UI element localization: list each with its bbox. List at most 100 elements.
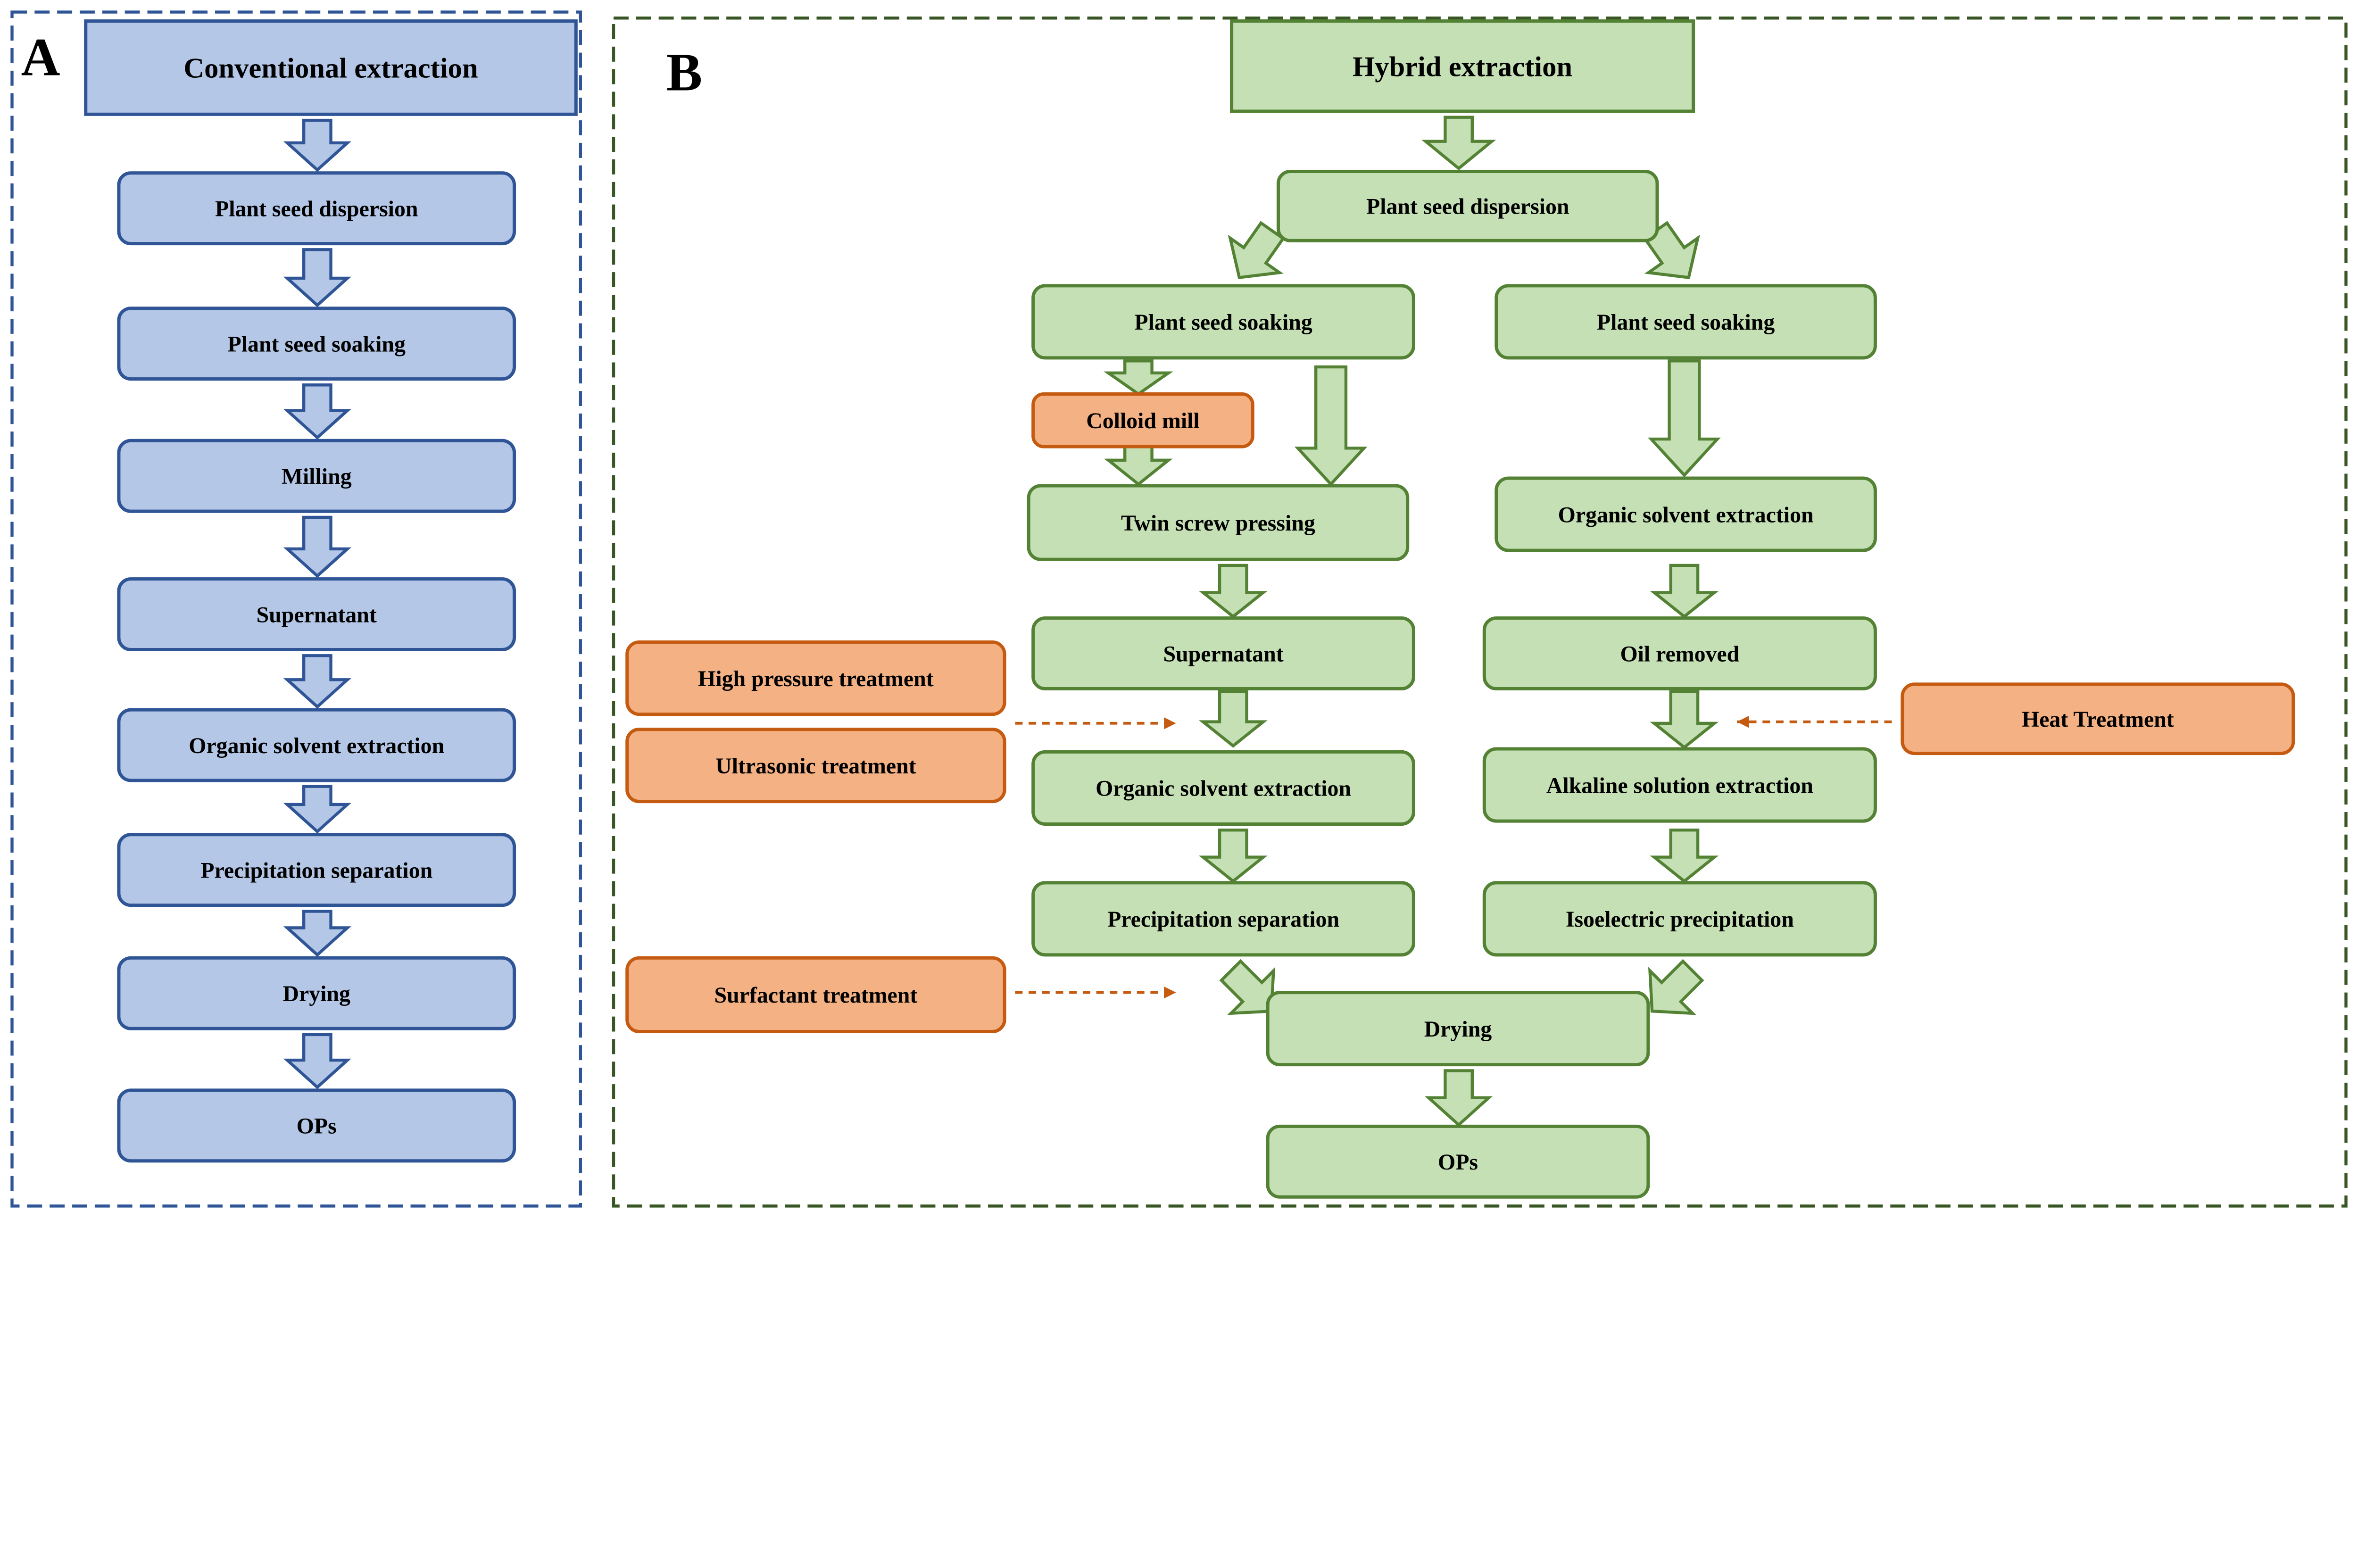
panel-b-left-step-label: Organic solvent extraction xyxy=(1096,776,1351,801)
panel-b-drying: Drying xyxy=(1266,991,1650,1067)
panel-b-right-step-label: Organic solvent extraction xyxy=(1558,502,1814,527)
panel-a-step-shape xyxy=(117,833,516,907)
panel-a-border xyxy=(10,10,582,1208)
panel-b-ops-shape xyxy=(1266,1124,1650,1199)
panel-b-dispersion-label: Plant seed dispersion xyxy=(1366,194,1569,219)
colloid-mill-shape xyxy=(1031,392,1254,448)
panel-b-right-step-label: Plant seed soaking xyxy=(1597,310,1775,335)
panel-b-right-step-shape xyxy=(1495,476,1877,552)
panel-a-step: Plant seed soaking xyxy=(117,307,516,381)
panel-a-step-shape xyxy=(117,307,516,381)
panel-a-title-label: Conventional extraction xyxy=(183,53,478,84)
panel-b-left-step: Plant seed soaking xyxy=(1031,284,1415,360)
arrow-down-icon xyxy=(1228,221,1286,280)
panel-a-step-label: Supernatant xyxy=(257,602,377,627)
heat-treatment: Heat Treatment xyxy=(1901,682,2295,755)
panel-a-step-shape xyxy=(117,439,516,513)
arrow-down-icon xyxy=(1648,359,1721,478)
arrow-down-icon xyxy=(1650,564,1719,619)
panel-b-right-step: Isoelectric precipitation xyxy=(1482,881,1877,957)
arrow-down-icon xyxy=(283,515,351,578)
panel-b-left-step-label: Plant seed soaking xyxy=(1134,310,1312,335)
panel-b-right-step-shape xyxy=(1495,284,1877,360)
panel-a-step-shape xyxy=(117,1088,516,1163)
panel-a-step-label: Precipitation separation xyxy=(200,858,432,883)
panel-a-step-shape xyxy=(117,708,516,782)
panel-b-left-step-label: Supernatant xyxy=(1163,641,1283,666)
panel-a-step: Milling xyxy=(117,439,516,513)
panel-a-step-label: Organic solvent extraction xyxy=(189,733,444,758)
panel-b-title-shape xyxy=(1230,19,1695,113)
panel-b-left-step: Precipitation separation xyxy=(1031,881,1415,957)
panel-a-step-label: Plant seed soaking xyxy=(228,332,406,357)
arrow-down-icon xyxy=(1421,116,1496,171)
panel-a-step: Plant seed dispersion xyxy=(117,171,516,246)
arrow-down-icon xyxy=(1648,959,1704,1015)
ultrasonic-treatment: Ultrasonic treatment xyxy=(625,728,1006,804)
panel-b-drying-shape xyxy=(1266,991,1650,1067)
panel-b-drying-label: Drying xyxy=(1424,1017,1492,1042)
panel-a-step-label: Milling xyxy=(282,464,352,489)
arrow-down-icon xyxy=(1219,959,1276,1015)
ultrasonic-treatment-shape xyxy=(625,728,1006,804)
arrow-down-icon xyxy=(1198,829,1268,883)
arrowhead-icon xyxy=(1164,717,1176,730)
panel-b-ops-label: OPs xyxy=(1438,1150,1478,1175)
panel-b-left-step: Twin screw pressing xyxy=(1027,484,1410,561)
panel-a-step: Organic solvent extraction xyxy=(117,708,516,782)
colloid-mill: Colloid mill xyxy=(1031,392,1254,448)
panel-b-dispersion: Plant seed dispersion xyxy=(1276,170,1659,242)
panel-b-label: B xyxy=(666,42,703,102)
arrowhead-icon xyxy=(1737,715,1749,728)
arrow-down-icon xyxy=(1425,1069,1493,1127)
panel-a-step-shape xyxy=(117,171,516,246)
panel-b-right-step-label: Oil removed xyxy=(1620,641,1739,666)
panel-a-title-shape xyxy=(84,19,578,116)
panel-a-step: OPs xyxy=(117,1088,516,1163)
colloid-mill-label: Colloid mill xyxy=(1086,408,1199,433)
panel-b-right-step-shape xyxy=(1482,747,1877,823)
panel-b-title-label: Hybrid extraction xyxy=(1353,51,1572,83)
panel-b-right-step-shape xyxy=(1482,881,1877,957)
arrowhead-icon xyxy=(1164,986,1176,999)
panel-b-left-step-shape xyxy=(1031,750,1415,826)
panel-b-right-step-shape xyxy=(1482,616,1877,690)
panel-a-step-label: OPs xyxy=(297,1114,337,1139)
panel-b-left-step: Supernatant xyxy=(1031,616,1415,690)
high-pressure-treatment-shape xyxy=(625,640,1006,716)
panel-b-ops: OPs xyxy=(1266,1124,1650,1199)
panel-b-left-step: Organic solvent extraction xyxy=(1031,750,1415,826)
panel-b-right-step: Alkaline solution extraction xyxy=(1482,747,1877,823)
panel-a-step-label: Plant seed dispersion xyxy=(215,196,418,221)
panel-b-right-step: Organic solvent extraction xyxy=(1495,476,1877,552)
panel-b-left-step-shape xyxy=(1031,616,1415,690)
panel-b-right-step: Plant seed soaking xyxy=(1495,284,1877,360)
high-pressure-treatment: High pressure treatment xyxy=(625,640,1006,716)
arrow-down-icon xyxy=(283,654,351,709)
panel-a-step-shape xyxy=(117,956,516,1030)
high-pressure-treatment-label: High pressure treatment xyxy=(698,666,934,691)
panel-b-left-step-label: Twin screw pressing xyxy=(1121,511,1315,536)
panel-a-step: Drying xyxy=(117,956,516,1030)
panel-b-border xyxy=(612,17,2348,1208)
panel-b-title: Hybrid extraction xyxy=(1230,19,1695,113)
panel-b-right-step-label: Isoelectric precipitation xyxy=(1566,907,1794,932)
panel-b-left-step-shape xyxy=(1031,881,1415,957)
arrow-down-icon xyxy=(283,1033,351,1089)
arrow-down-icon xyxy=(283,785,351,834)
arrow-down-icon xyxy=(1650,690,1719,749)
arrow-down-icon xyxy=(283,383,351,440)
arrow-down-icon xyxy=(1198,690,1268,748)
surfactant-treatment-shape xyxy=(625,956,1006,1034)
arrow-down-icon xyxy=(1104,445,1173,486)
panel-a-step-shape xyxy=(117,577,516,652)
arrow-down-icon xyxy=(1294,365,1368,487)
arrow-down-icon xyxy=(1198,564,1268,619)
arrow-down-icon xyxy=(1643,221,1700,280)
heat-treatment-label: Heat Treatment xyxy=(2022,707,2174,732)
panel-a-label: A xyxy=(21,27,60,87)
arrow-down-icon xyxy=(283,248,351,307)
panel-b-right-step-label: Alkaline solution extraction xyxy=(1546,773,1813,798)
arrow-down-icon xyxy=(283,118,351,172)
